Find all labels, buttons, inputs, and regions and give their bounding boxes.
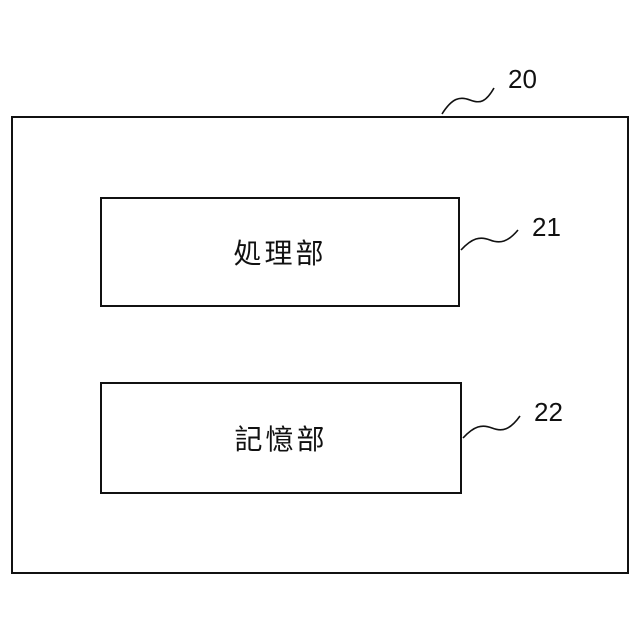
processing-unit-box: 処理部: [100, 197, 460, 307]
reference-number-21: 21: [532, 214, 561, 240]
device-outer-box: 処理部 記憶部: [11, 116, 629, 574]
storage-unit-box: 記憶部: [100, 382, 462, 494]
reference-number-20: 20: [508, 66, 537, 92]
processing-unit-label: 処理部: [102, 232, 458, 272]
storage-unit-label: 記憶部: [102, 418, 460, 458]
reference-number-22: 22: [534, 399, 563, 425]
leader-line-20: [442, 88, 494, 114]
